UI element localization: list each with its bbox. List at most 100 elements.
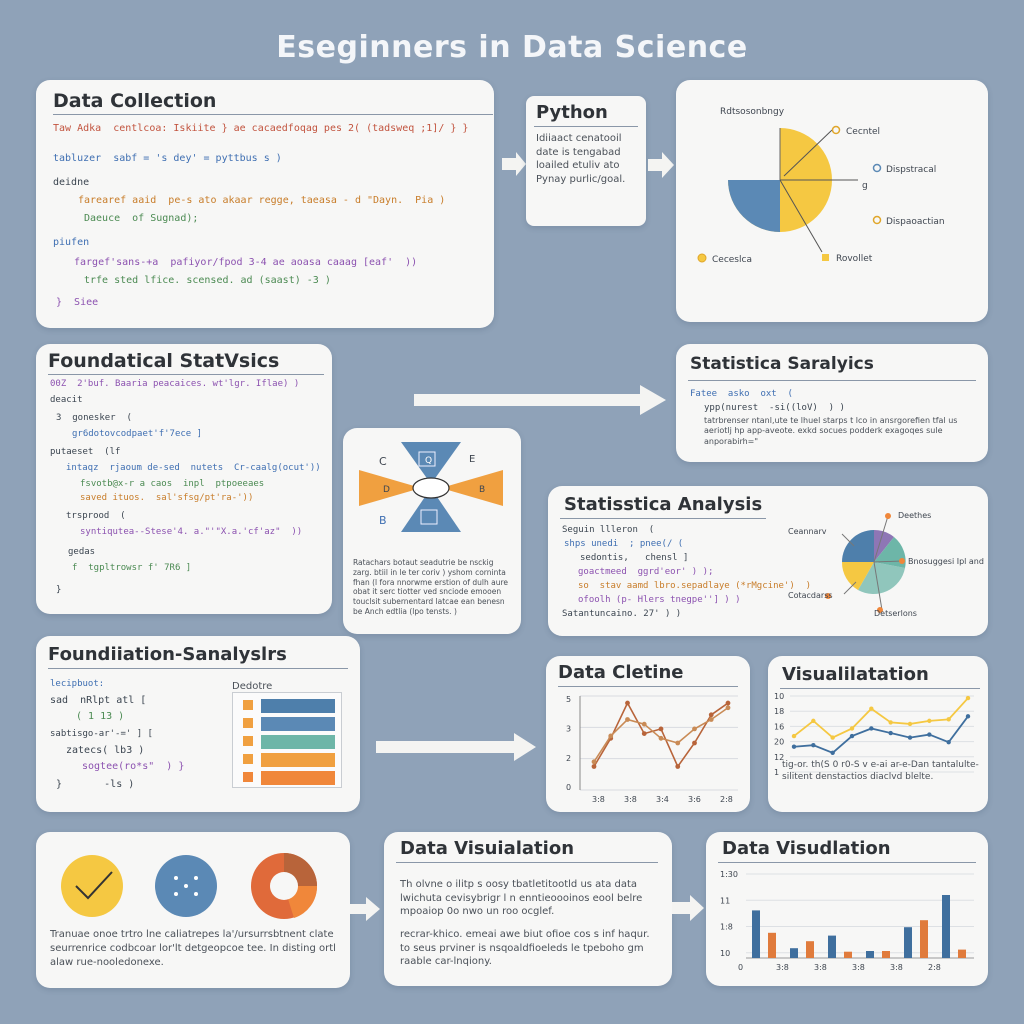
visualization-text: tig-or. th(S 0 r0-S v e-ai ar-e-Dan tant…	[782, 760, 979, 782]
data-point	[625, 700, 630, 706]
data-point	[811, 718, 816, 724]
statistical-analytics-card: Statistica Saralyics Fatee asko oxt ( yp…	[676, 344, 988, 462]
x-tick-label: 0	[738, 963, 743, 972]
data-point	[849, 733, 855, 739]
data-point	[791, 733, 797, 739]
y-tick-label: 12	[774, 753, 784, 762]
data-point	[591, 759, 597, 765]
code-line: 00Z 2'buf. Baaria peacaices. wt'lgr. Ifl…	[50, 379, 300, 389]
code-line: }	[56, 585, 62, 595]
visualization-title: Visualilatation	[782, 664, 929, 685]
pie-label: g	[862, 181, 868, 191]
code-line: intaqz rjaoum de-sed nutets Cr-caalg(ocu…	[66, 463, 321, 473]
concept-diagram-card: C D B Q E B Ratachars botaut seadutrie b…	[343, 428, 521, 634]
diagram-letter: B	[479, 485, 485, 495]
diagram-caption: Ratachars botaut seadutrie be nsckig zar…	[353, 558, 509, 616]
x-tick-label: 2:8	[928, 963, 941, 972]
data-point	[907, 721, 913, 727]
x-tick-label: 3:8	[624, 795, 637, 804]
data-point	[675, 764, 681, 769]
y-tick-label: 0	[566, 783, 571, 792]
data-point	[625, 717, 630, 722]
pie-label: Ceceslca	[712, 255, 752, 265]
statistical-analytics-text: tatrbrenser ntanl,ute te lhuel starps t …	[704, 416, 958, 446]
arrow-icon	[672, 895, 704, 921]
bar	[790, 948, 798, 958]
bar	[942, 895, 950, 958]
y-tick-label: 1	[774, 768, 779, 777]
code-line: goactmeed ggrd'eor' ) );	[578, 567, 714, 577]
code-line: tabluzer sabf = 's dey' = pyttbus s )	[53, 153, 282, 164]
code-line: sabtisgo-ar'-=' ] [	[50, 729, 153, 739]
code-line: ypp(nurest -si((loV) ) )	[704, 403, 845, 413]
y-tick-label: 3	[566, 724, 571, 733]
pie-label: Dispstracal	[886, 165, 936, 175]
data-collection-card: Data Collection Taw Adka centlcoa: Iskii…	[36, 80, 494, 328]
code-line: saved ituos. sal'sfsg/pt'ra-'))	[80, 493, 254, 503]
title-rule	[780, 688, 980, 689]
foundational-statistics-card: Foundatical StatVsics 00Z 2'buf. Baaria …	[36, 344, 332, 614]
data-point	[791, 744, 797, 749]
data-point	[849, 726, 855, 731]
bar-legend	[232, 692, 342, 788]
pie-slice	[728, 180, 780, 232]
statistical-analytics-title: Statistica Saralyics	[690, 354, 874, 374]
code-line: deacit	[50, 395, 83, 405]
data-point	[830, 750, 835, 755]
pie-label: Cecntel	[846, 127, 880, 137]
x-tick-label: 3:4	[656, 795, 669, 804]
legend-title: Dedotre	[232, 681, 273, 692]
pie-label: Ceannarv	[788, 527, 827, 536]
data-visualization-title: Data Visuialation	[400, 838, 575, 859]
data-visualization-text: Th olvne o ilitp s oosy tbatletitootld u…	[400, 879, 643, 917]
x-tick-label: 3:8	[852, 963, 865, 972]
data-visualization-bar-title: Data Visudlation	[722, 838, 891, 859]
y-tick-label: 1:30	[720, 870, 738, 879]
arrow-icon	[376, 733, 536, 761]
data-cleaning-title: Data Cletine	[558, 662, 684, 683]
data-point	[869, 706, 874, 711]
icons-text: Tranuae onoe trtro lne caliatrepes la'/u…	[50, 929, 336, 968]
data-point	[888, 720, 893, 725]
code-line: zatecs( lb3 )	[66, 745, 145, 756]
data-point	[965, 714, 971, 719]
data-point	[658, 735, 664, 741]
title-rule	[718, 862, 976, 863]
code-line: Seguin llleron (	[562, 525, 655, 535]
code-line: sad nRlpt atl [	[50, 695, 147, 706]
pie-label: Detserlons	[874, 609, 917, 618]
code-line: lecipbuot:	[50, 679, 105, 689]
pie-title: Rdtsosonbngy	[720, 107, 785, 117]
bar	[768, 932, 776, 958]
title-rule	[560, 518, 766, 519]
x-tick-label: 2:8	[720, 795, 733, 804]
code-line: Taw Adka centlcoa: Iskiite } ae cacaedfo…	[53, 123, 469, 134]
statistical-analysis-card: Statisstica Analysis Seguin llleron ( sh…	[548, 486, 988, 636]
diagram-letter: E	[469, 454, 475, 465]
title-rule	[53, 114, 493, 115]
bar	[958, 949, 966, 958]
code-line: } -ls )	[56, 779, 135, 790]
data-visualization-text-card: Data Visuialation Th olvne o ilitp s oos…	[384, 832, 672, 986]
data-point	[591, 764, 597, 769]
code-line: f tgpltrowsr f' 7R6 ]	[72, 563, 192, 573]
code-line: piufen	[53, 237, 90, 248]
data-point	[965, 695, 971, 701]
diagram-letter: B	[379, 514, 387, 527]
series-line	[793, 715, 969, 754]
code-line: ofoolh (p- Hlers tnegpe''] ) )	[578, 595, 741, 605]
data-point	[641, 721, 647, 727]
arrow-icon	[350, 897, 380, 921]
data-point	[830, 735, 835, 740]
arrow-icon	[502, 152, 526, 176]
data-point	[811, 743, 816, 748]
code-line: shps unedi ; pnee(/ (	[564, 539, 684, 549]
data-collection-title: Data Collection	[53, 90, 217, 112]
code-line: syntiqutea--Stese'4. a."'"X.a.'cf'az" ))	[80, 527, 303, 537]
data-point	[641, 731, 647, 736]
code-line: fargef'sans-+a pafiyor/fpod 3-4 ae aoasa…	[74, 257, 418, 268]
data-point	[927, 718, 932, 724]
pie-label: Deethes	[898, 511, 931, 520]
